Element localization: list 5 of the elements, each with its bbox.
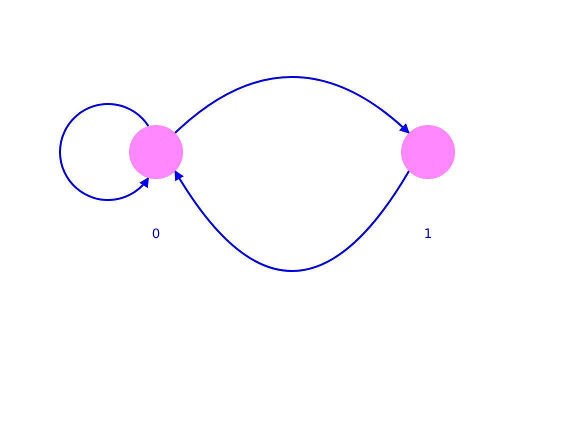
node-label: 0 [152, 228, 160, 241]
node-label: 1 [424, 228, 432, 241]
arrow [59, 103, 150, 201]
arrow [174, 170, 410, 272]
arrow [174, 76, 410, 134]
